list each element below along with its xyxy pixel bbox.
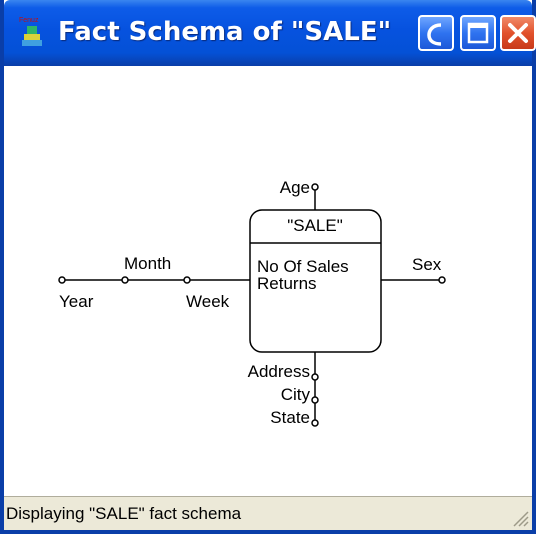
maximize-icon (467, 22, 489, 44)
measure-item: No Of Sales (257, 257, 349, 276)
dimension-hierarchy-location[interactable]: Address City State (248, 352, 319, 427)
dimension-label: Month (124, 254, 171, 273)
dimension-label: City (281, 385, 311, 404)
minimize-button[interactable] (418, 15, 454, 51)
resize-grip-icon[interactable] (508, 506, 530, 528)
close-icon (508, 23, 528, 43)
dimension-hierarchy-time[interactable]: Week Month Year (58, 254, 250, 311)
measure-item: Returns (257, 274, 317, 293)
dimension-label: Year (59, 292, 94, 311)
diagram-canvas: "SALE" No Of Sales Returns Age Week Mont… (4, 66, 532, 496)
maximize-button[interactable] (460, 15, 496, 51)
dimension-label: Address (248, 362, 310, 381)
status-bar: Displaying "SALE" fact schema (4, 496, 532, 530)
dimension-age[interactable]: Age (280, 178, 319, 210)
app-icon-caption: Fenuz (19, 17, 39, 24)
dimension-label: Sex (412, 255, 442, 274)
close-button[interactable] (500, 15, 536, 51)
dimension-label: State (270, 408, 310, 427)
fact-name: "SALE" (287, 216, 343, 235)
dimension-label: Age (280, 178, 310, 197)
app-icon[interactable]: Fenuz (18, 14, 46, 50)
dimension-label: Week (186, 292, 230, 311)
dimension-sex[interactable]: Sex (381, 255, 446, 284)
minimize-icon (427, 23, 442, 46)
window-title: Fact Schema of "SALE" (58, 17, 392, 47)
fact-node[interactable]: "SALE" No Of Sales Returns (249, 209, 382, 353)
title-bar[interactable]: Fenuz Fact Schema of "SALE" (4, 0, 536, 66)
status-text: Displaying "SALE" fact schema (6, 504, 242, 523)
